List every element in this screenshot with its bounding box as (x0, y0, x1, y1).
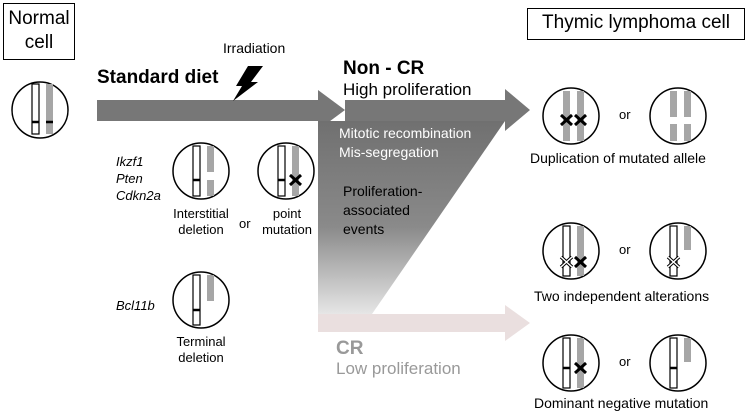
cr-label: CR (336, 338, 364, 359)
or-label-middle: or (239, 216, 251, 231)
non-cr-label: Non - CR (343, 58, 425, 79)
mitotic-recombination-label: Mitotic recombination (339, 125, 472, 141)
irradiation-label: Irradiation (223, 40, 286, 56)
gene-bcl11b: Bcl11b (116, 298, 155, 313)
or-label-two-alterations: or (619, 242, 631, 257)
duplication-label: Duplication of mutated allele (530, 150, 706, 166)
proliferation-triangle (318, 121, 505, 314)
duplication-cell-a (542, 87, 600, 145)
thymic-lymphoma-box (527, 8, 745, 40)
low-proliferation-label: Low proliferation (336, 359, 461, 378)
duplication-cell-b (649, 87, 707, 145)
non-cr-arrow (345, 89, 530, 131)
two-independent-label: Two independent alterations (534, 288, 710, 304)
point-mutation-label: point mutation (262, 206, 312, 237)
standard-diet-arrow (97, 90, 345, 130)
cr-arrow (318, 305, 530, 341)
interstitial-deletion-label: Interstitial deletion (173, 206, 229, 237)
interstitial-deletion-cell (172, 142, 230, 200)
point-mutation-cell (257, 142, 315, 200)
or-label-duplication: or (619, 107, 631, 122)
two-alterations-cell-a (542, 222, 600, 280)
or-label-dominant: or (619, 354, 631, 369)
normal-cell-circle (11, 81, 69, 139)
dominant-negative-label: Dominant negative mutation (534, 395, 709, 411)
high-proliferation-label: High proliferation (343, 80, 472, 99)
dominant-negative-cell-a (542, 334, 600, 392)
dominant-negative-cell-b (649, 334, 707, 392)
genes-ikzf1-pten-cdkn2a: Ikzf1 Pten Cdkn2a (116, 154, 161, 203)
thymic-lymphoma-label: Thymic lymphoma cell (542, 12, 730, 33)
standard-diet-label: Standard diet (97, 67, 219, 88)
mis-segregation-label: Mis-segregation (339, 144, 439, 160)
terminal-deletion-label: Terminal deletion (176, 334, 226, 365)
lightning-icon (233, 66, 263, 101)
normal-cell-box (3, 3, 75, 60)
two-alterations-cell-b (649, 222, 707, 280)
terminal-deletion-cell (172, 271, 230, 329)
normal-cell-label: Normal cell (8, 8, 70, 53)
proliferation-associated-label: Proliferation- associated events (343, 183, 423, 237)
